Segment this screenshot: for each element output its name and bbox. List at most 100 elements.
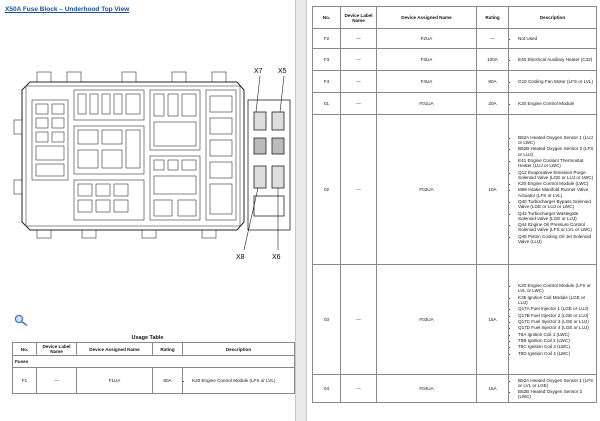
description-item: E41 Engine Coolant Thermostat Heater (LU… bbox=[518, 158, 594, 168]
description-item: T8A Ignition Coil 1 (LWC) bbox=[518, 332, 594, 337]
description-item: K20 Engine Control Module (LFS or LVL or… bbox=[518, 283, 594, 293]
cell-description: B52A Heated Oxygen Sensor 1 (LUJ or LWC)… bbox=[508, 114, 597, 265]
description-item: Q17B Fuel Injector 2 (LGE or LUJ) bbox=[518, 313, 594, 318]
description-item: B52A Heated Oxygen Sensor 1 (LFS or LVL … bbox=[518, 378, 594, 388]
description-item: M98 Intake Manifold Runner Valve Actuato… bbox=[518, 187, 594, 197]
cell-rating: — bbox=[476, 28, 509, 49]
cell-description: K20 Engine Control Module (LFS or LVL or… bbox=[508, 264, 597, 375]
cell-rating: 80A bbox=[152, 367, 183, 394]
right-page: No. Device Label Name Device Assigned Na… bbox=[307, 0, 600, 421]
table-header: No. Device Label Name Device Assigned Na… bbox=[312, 6, 597, 29]
description-item: Not Used bbox=[518, 36, 594, 41]
cell-assigned: F03UA bbox=[376, 264, 477, 375]
cell-assigned: F4UA bbox=[376, 70, 477, 93]
cell-label: — bbox=[340, 70, 377, 93]
col-description: Description bbox=[508, 6, 597, 29]
cell-no: F4 bbox=[312, 70, 341, 93]
cell-assigned: F1UA bbox=[76, 367, 153, 394]
description-item: B52B Heated Oxygen Sensor 2 (LFS or LUJ) bbox=[518, 146, 594, 156]
cell-rating: 15A bbox=[476, 374, 509, 403]
cell-description: B52A Heated Oxygen Sensor 1 (LFS or LVL … bbox=[508, 374, 597, 403]
table-row: 02 — F02UA 10A B52A Heated Oxygen Sensor… bbox=[312, 114, 597, 265]
cell-no: F1 bbox=[12, 367, 37, 394]
description-item: Q40 Turbocharger Bypass Solenoid Valve (… bbox=[518, 199, 594, 209]
cell-label: — bbox=[340, 48, 377, 71]
col-description: Description bbox=[182, 342, 295, 356]
table-row: 01 — F01UA 20A K20 Engine Control Module bbox=[312, 92, 597, 115]
cell-description: G10 Cooling Fan Motor (LFS or LVL) bbox=[508, 70, 597, 93]
description-item: E40 Electrical Auxiliary Heater (C32) bbox=[518, 57, 594, 62]
cell-no: F3 bbox=[312, 48, 341, 71]
usage-table-caption: Usage Table bbox=[131, 335, 164, 341]
cell-rating: 80A bbox=[476, 70, 509, 93]
cell-rating: 20A bbox=[476, 92, 509, 115]
usage-table-header: No. Device Label Name Device Assigned Na… bbox=[12, 342, 295, 356]
description-item: B52A Heated Oxygen Sensor 1 (LUJ or LWC) bbox=[518, 135, 594, 145]
col-label: Device Label Name bbox=[340, 6, 377, 29]
fuse-block-diagram: X7 X5 X8 X6 bbox=[13, 68, 291, 261]
cell-description: K20 Engine Control Module bbox=[508, 92, 597, 115]
left-page: X50A Fuse Block – Underhood Top View bbox=[0, 0, 295, 421]
description-item: Q17C Fuel Injector 3 (LGE or LUJ) bbox=[518, 319, 594, 324]
description-item: Q45 Piston Cooling Oil Jet Solenoid Valv… bbox=[518, 234, 594, 244]
cell-no: 02 bbox=[312, 114, 341, 265]
table-row: 04 — F04UA 15A B52A Heated Oxygen Sensor… bbox=[312, 374, 597, 403]
page-divider bbox=[295, 0, 307, 421]
col-label: Device Label Name bbox=[36, 342, 77, 356]
page-title[interactable]: X50A Fuse Block – Underhood Top View bbox=[5, 6, 130, 13]
callout-x5: X5 bbox=[278, 68, 287, 75]
description-item: B52B Heated Oxygen Sensor 2 (LWC) bbox=[518, 389, 594, 399]
description-item: K20 Engine Control Module (LWC) bbox=[518, 181, 594, 186]
cell-rating: 10A bbox=[476, 114, 509, 265]
cell-label: — bbox=[36, 367, 77, 394]
col-no: No. bbox=[312, 6, 341, 29]
callout-x7: X7 bbox=[254, 68, 263, 75]
section-row: Fuses bbox=[12, 355, 295, 368]
description-item: Q17D Fuel Injector 4 (LGE or LUJ) bbox=[518, 325, 594, 330]
cell-label: — bbox=[340, 28, 377, 49]
fuse-block-outline bbox=[21, 81, 245, 231]
col-assigned: Device Assigned Name bbox=[376, 6, 477, 29]
cell-rating: 100A bbox=[476, 48, 509, 71]
cell-rating: 15A bbox=[476, 264, 509, 375]
cell-label: — bbox=[340, 92, 377, 115]
cell-no: 01 bbox=[312, 92, 341, 115]
magnifier-icon[interactable] bbox=[14, 314, 28, 326]
cell-assigned: F2UA bbox=[376, 28, 477, 49]
cell-label: — bbox=[340, 374, 377, 403]
table-row: 03 — F03UA 15A K20 Engine Control Module… bbox=[312, 264, 597, 375]
description-item: K20 Engine Control Module bbox=[518, 101, 594, 106]
description-item: G10 Cooling Fan Motor (LFS or LVL) bbox=[518, 79, 594, 84]
description-item: Q12 Evaporative Emission Purge Solenoid … bbox=[518, 170, 594, 180]
usage-table: No. Device Label Name Device Assigned Na… bbox=[12, 342, 295, 394]
cell-no: 03 bbox=[312, 264, 341, 375]
cell-description: E40 Electrical Auxiliary Heater (C32) bbox=[508, 48, 597, 71]
table-row: F3 — F3UA 100A E40 Electrical Auxiliary … bbox=[312, 48, 597, 71]
cell-description: Not Used bbox=[508, 28, 597, 49]
cell-description: K20 Engine Control Module (LFS or LVL) bbox=[182, 367, 295, 394]
cell-no: F2 bbox=[312, 28, 341, 49]
cell-assigned: F01UA bbox=[376, 92, 477, 115]
callout-x8: X8 bbox=[236, 254, 245, 261]
cell-assigned: F02UA bbox=[376, 114, 477, 265]
col-rating: Rating bbox=[152, 342, 183, 356]
description-item: Q44 Engine Oil Pressure Control Solenoid… bbox=[518, 222, 594, 232]
cell-label: — bbox=[340, 114, 377, 265]
description-item: K20 Engine Control Module (LFS or LVL) bbox=[192, 378, 292, 383]
description-item: Q17A Fuel Injector 1 (LGE or LUJ) bbox=[518, 306, 594, 311]
table-row: F1 — F1UA 80A K20 Engine Control Module … bbox=[12, 367, 295, 394]
section-fuses: Fuses bbox=[12, 355, 295, 368]
col-rating: Rating bbox=[476, 6, 509, 29]
table-row: F2 — F2UA — Not Used bbox=[312, 28, 597, 49]
description-item: T8C Ignition Coil 3 (LWC) bbox=[518, 344, 594, 349]
cell-no: 04 bbox=[312, 374, 341, 403]
table-row: F4 — F4UA 80A G10 Cooling Fan Motor (LFS… bbox=[312, 70, 597, 93]
description-item: T8B Ignition Coil 2 (LWC) bbox=[518, 338, 594, 343]
description-item: T8D Ignition Coil 4 (LWC) bbox=[518, 351, 594, 356]
description-item: K35 Ignition Coil Module (LGE or LUJ) bbox=[518, 295, 594, 305]
fuse-usage-table-continued: No. Device Label Name Device Assigned Na… bbox=[312, 6, 597, 403]
col-assigned: Device Assigned Name bbox=[76, 342, 153, 356]
col-no: No. bbox=[12, 342, 37, 356]
cell-assigned: F3UA bbox=[376, 48, 477, 71]
